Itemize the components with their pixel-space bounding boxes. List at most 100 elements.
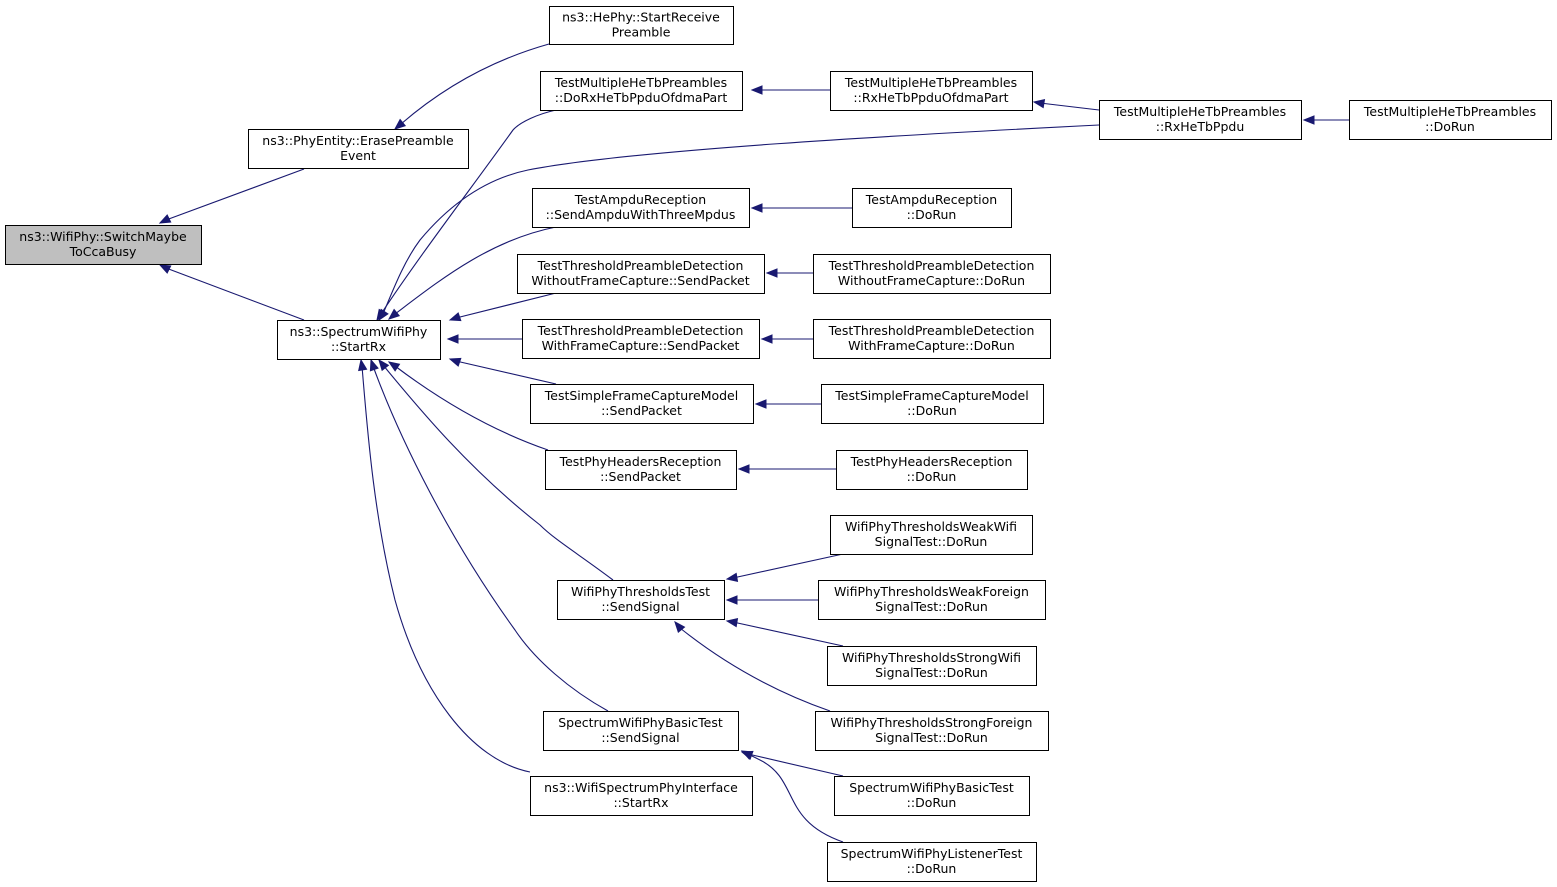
- node-box[interactable]: [1349, 100, 1552, 140]
- node-label-line: ::SendPacket: [600, 469, 681, 484]
- node-box[interactable]: [545, 450, 737, 490]
- arrowhead: [448, 312, 462, 322]
- node-label-line: WifiPhyThresholdsStrongForeign: [831, 715, 1033, 730]
- node-sfdorun[interactable]: WifiPhyThresholdsStrongForeignSignalTest…: [815, 711, 1049, 751]
- node-box[interactable]: [530, 384, 754, 424]
- node-label-line: ::DoRun: [1425, 119, 1475, 134]
- node-rxofdma[interactable]: TestMultipleHeTbPreambles::RxHeTbPpduOfd…: [830, 71, 1033, 111]
- arrowhead: [740, 750, 754, 760]
- node-label-line: WithoutFrameCapture::DoRun: [838, 273, 1025, 288]
- node-wfcsend[interactable]: TestThresholdPreambleDetectionWithFrameC…: [522, 319, 760, 359]
- node-phsend[interactable]: TestPhyHeadersReception::SendPacket: [545, 450, 737, 490]
- arrowhead: [1302, 115, 1315, 125]
- node-label-line: WifiPhyThresholdsWeakForeign: [834, 584, 1029, 599]
- arrowhead: [393, 118, 407, 130]
- node-label-line: WithFrameCapture::DoRun: [848, 338, 1015, 353]
- node-box[interactable]: [852, 188, 1012, 228]
- edge-wofcdorun-to-wofcsend: [765, 268, 813, 278]
- node-label-line: ::SendPacket: [601, 403, 682, 418]
- node-phdorun[interactable]: TestPhyHeadersReception::DoRun: [836, 450, 1028, 490]
- arrowhead: [725, 618, 739, 628]
- node-box[interactable]: [827, 646, 1037, 686]
- node-box[interactable]: [827, 842, 1037, 882]
- node-label-line: TestPhyHeadersReception: [559, 454, 722, 469]
- node-label-line: SignalTest::DoRun: [875, 534, 988, 549]
- node-label-line: TestMultipleHeTbPreambles: [1363, 104, 1536, 119]
- node-label-line: Event: [340, 148, 376, 163]
- edge-mhedorun-to-rxhetb: [1302, 115, 1349, 125]
- node-box[interactable]: [830, 71, 1033, 111]
- edge-startrx-to-switch: [158, 264, 305, 321]
- node-box[interactable]: [540, 71, 743, 111]
- node-box[interactable]: [543, 711, 739, 751]
- edge-erase-to-switch: [158, 168, 305, 224]
- node-label-line: TestThresholdPreambleDetection: [828, 323, 1035, 338]
- arrowhead: [369, 358, 379, 372]
- node-box[interactable]: [5, 225, 202, 265]
- node-box[interactable]: [815, 711, 1049, 751]
- node-box[interactable]: [248, 129, 469, 169]
- node-box[interactable]: [818, 580, 1046, 620]
- node-thsend[interactable]: WifiPhyThresholdsTest::SendSignal: [557, 580, 725, 620]
- node-box[interactable]: [549, 6, 734, 45]
- node-wfdorun[interactable]: WifiPhyThresholdsWeakForeignSignalTest::…: [818, 580, 1046, 620]
- node-wofcsend[interactable]: TestThresholdPreambleDetectionWithoutFra…: [517, 254, 765, 294]
- node-ifstartrx[interactable]: ns3::WifiSpectrumPhyInterface::StartRx: [530, 776, 753, 816]
- node-rxhetb[interactable]: TestMultipleHeTbPreambles::RxHeTbPpdu: [1099, 100, 1302, 140]
- node-label-line: TestThresholdPreambleDetection: [828, 258, 1035, 273]
- edge-rxhetb-to-rxofdma: [1032, 99, 1100, 111]
- node-wwdorun[interactable]: WifiPhyThresholdsWeakWifiSignalTest::DoR…: [830, 515, 1033, 555]
- node-box[interactable]: [821, 384, 1044, 424]
- node-label-line: ns3::WifiPhy::SwitchMaybe: [19, 229, 187, 244]
- node-box[interactable]: [557, 580, 725, 620]
- node-bdorun[interactable]: SpectrumWifiPhyBasicTest::DoRun: [834, 776, 1030, 816]
- node-bsend[interactable]: SpectrumWifiPhyBasicTest::SendSignal: [543, 711, 739, 751]
- node-label-line: ::DoRun: [907, 403, 957, 418]
- node-domhe[interactable]: TestMultipleHeTbPreambles::DoRxHeTbPpduO…: [540, 71, 743, 111]
- arrowhead: [448, 357, 462, 367]
- node-box[interactable]: [532, 188, 750, 228]
- edge-swdorun-to-thsend: [725, 618, 844, 647]
- node-ampdusend[interactable]: TestAmpduReception::SendAmpduWithThreeMp…: [532, 188, 750, 228]
- node-box[interactable]: [813, 254, 1051, 294]
- node-mhedorun[interactable]: TestMultipleHeTbPreambles::DoRun: [1349, 100, 1552, 140]
- node-label-line: TestSimpleFrameCaptureModel: [544, 388, 738, 403]
- edge-phsend-to-startrx: [387, 361, 549, 451]
- node-box[interactable]: [830, 515, 1033, 555]
- arrowhead: [158, 264, 172, 274]
- node-label-line: WithFrameCapture::SendPacket: [542, 338, 740, 353]
- node-label-line: SpectrumWifiPhyListenerTest: [841, 846, 1023, 861]
- node-label-line: TestThresholdPreambleDetection: [537, 258, 744, 273]
- node-box[interactable]: [836, 450, 1028, 490]
- arrowhead: [765, 268, 778, 278]
- node-sfcsend[interactable]: TestSimpleFrameCaptureModel::SendPacket: [530, 384, 754, 424]
- node-box[interactable]: [522, 319, 760, 359]
- node-swdorun[interactable]: WifiPhyThresholdsStrongWifiSignalTest::D…: [827, 646, 1037, 686]
- node-box[interactable]: [277, 320, 441, 360]
- edge-thsend-to-startrx: [378, 358, 614, 581]
- node-box[interactable]: [530, 776, 753, 816]
- node-box[interactable]: [1099, 100, 1302, 140]
- node-startrx[interactable]: ns3::SpectrumWifiPhy::StartRx: [277, 320, 441, 360]
- edge-wfcdorun-to-wfcsend: [760, 334, 813, 344]
- node-box[interactable]: [517, 254, 765, 294]
- node-label-line: TestThresholdPreambleDetection: [537, 323, 744, 338]
- node-wofcdorun[interactable]: TestThresholdPreambleDetectionWithoutFra…: [813, 254, 1051, 294]
- node-wfcdorun[interactable]: TestThresholdPreambleDetectionWithFrameC…: [813, 319, 1051, 359]
- arrowhead: [387, 361, 401, 372]
- node-label-line: SpectrumWifiPhyBasicTest: [558, 715, 723, 730]
- node-box[interactable]: [813, 319, 1051, 359]
- node-label-line: Preamble: [612, 25, 671, 40]
- node-box[interactable]: [834, 776, 1030, 816]
- node-label-line: SignalTest::DoRun: [875, 730, 988, 745]
- node-ampdudorun[interactable]: TestAmpduReception::DoRun: [852, 188, 1012, 228]
- node-ldorun[interactable]: SpectrumWifiPhyListenerTest::DoRun: [827, 842, 1037, 882]
- node-sfcdorun[interactable]: TestSimpleFrameCaptureModel::DoRun: [821, 384, 1044, 424]
- graph-edges: [158, 43, 1349, 843]
- edge-wfcsend-to-startrx: [446, 334, 522, 344]
- arrowhead: [378, 358, 390, 372]
- arrowhead: [387, 308, 401, 320]
